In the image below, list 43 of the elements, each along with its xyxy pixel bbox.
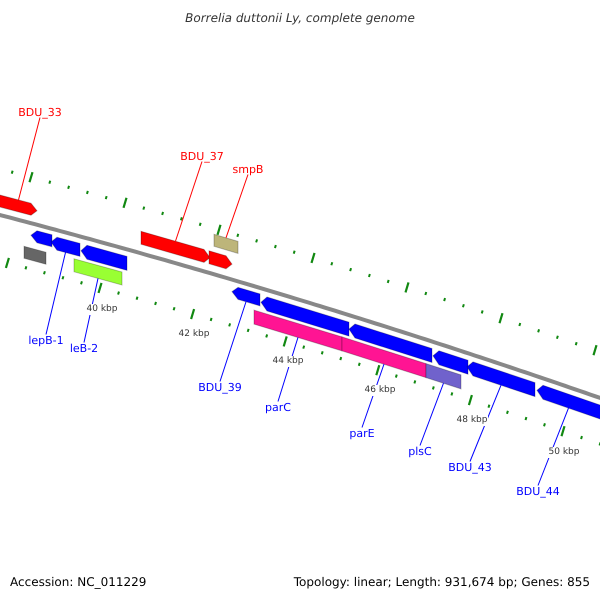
scale-label: 48 kbp: [456, 414, 488, 426]
gene-label: smpB: [232, 164, 264, 174]
gene-block: [342, 336, 426, 378]
leader-line: [220, 301, 246, 382]
gene-label: BDU_43: [448, 462, 492, 472]
leader-line: [46, 252, 66, 335]
gene-label: parC: [265, 402, 291, 412]
gene-segment: [140, 230, 211, 263]
gene-segment: [30, 230, 52, 248]
scale-label: 42 kbp: [178, 328, 210, 340]
title: Borrelia duttonii Ly, complete genome: [185, 12, 415, 24]
scale-label: 50 kbp: [548, 446, 580, 458]
gene-block: [24, 246, 46, 265]
gene-block: [254, 309, 342, 352]
gene-segment: [348, 323, 432, 364]
gene-segment: [231, 286, 260, 307]
gene-label: BDU_44: [516, 486, 560, 496]
gene-block: [214, 234, 238, 254]
gene-label: parE: [349, 428, 375, 438]
gene-segment: [208, 250, 233, 270]
gene-segment: [432, 350, 468, 375]
gene-segment: [260, 296, 350, 337]
gene-segment: [466, 361, 536, 398]
gene-label: plsC: [408, 446, 432, 456]
scale-label: 40 kbp: [86, 304, 118, 314]
gene-label: BDU_37: [180, 150, 224, 162]
gene-label: BDU_39: [198, 382, 242, 392]
leader-line: [175, 161, 202, 242]
gene-segment: [80, 244, 128, 272]
scale-label: 46 kbp: [364, 384, 396, 396]
gene-label: leB-2: [70, 342, 98, 354]
leader-line: [420, 382, 444, 446]
leader-line: [470, 384, 502, 462]
gene-segment: [50, 236, 80, 258]
leader-line: [226, 174, 248, 238]
gene-label: lepB-1: [28, 334, 64, 346]
gene-label: BDU_33: [18, 106, 62, 118]
scale-label: 44 kbp: [272, 356, 304, 366]
genome-info-text: Topology: linear; Length: 931,674 bp; Genes: 855: [294, 576, 590, 588]
gene-block: [426, 362, 462, 390]
gene-block: [74, 258, 122, 286]
accession-text: Accession: NC_011229: [10, 576, 146, 588]
leader-line: [18, 117, 40, 200]
